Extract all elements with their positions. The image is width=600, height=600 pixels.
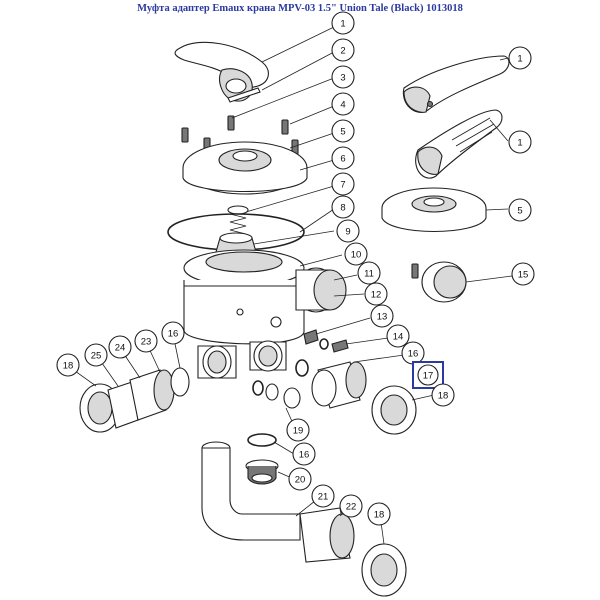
svg-text:8: 8 [340,203,345,214]
callout-18-bottom: 18 [367,502,391,526]
svg-text:22: 22 [346,502,357,513]
callout-7-spring: 7 [331,172,355,196]
svg-text:16: 16 [168,329,179,340]
svg-text:1: 1 [517,138,522,149]
callout-23: 23 [134,329,158,353]
svg-text:1: 1 [517,54,522,65]
alt-handle-bottom [415,109,503,179]
svg-text:3: 3 [340,73,345,84]
drain-plug-set [245,433,279,485]
callout-4-screws: 4 [331,92,355,116]
callout-2-pin: 2 [331,38,355,62]
svg-text:16: 16 [299,450,310,461]
small-fittings [303,329,349,353]
svg-text:19: 19 [293,426,304,437]
alt-handle-top [402,55,510,113]
callout-1-handle: 1 [331,11,355,35]
callout-8-o-ring: 8 [331,195,355,219]
svg-text:9: 9 [345,227,350,238]
svg-text:1: 1 [340,19,345,30]
svg-text:25: 25 [91,351,102,362]
svg-text:11: 11 [364,269,374,280]
callout-9-rotor: 9 [336,219,360,243]
callout-3: 3 [331,65,355,89]
callout-16-middle: 16 [292,442,316,466]
callout-11: 11 [357,261,381,285]
small-rings [252,380,301,409]
svg-text:18: 18 [374,510,385,521]
svg-text:2: 2 [340,46,345,57]
callout-14: 14 [386,324,410,348]
callout-1-alt-handle-bottom: 1 [508,130,532,154]
parts-artwork [79,41,510,597]
callout-1-alt-handle-top: 1 [508,46,532,70]
svg-text:18: 18 [438,391,449,402]
right-union-set [295,359,417,435]
svg-text:12: 12 [371,290,382,301]
callouts: 1 2 3 4 5 6 7 8 [56,11,535,526]
bottom-union-nut [361,543,407,597]
svg-text:15: 15 [518,270,529,281]
pin-part [227,87,261,103]
svg-text:7: 7 [340,180,345,191]
svg-text:5: 5 [517,206,522,217]
callout-18-left: 18 [56,353,80,377]
rotor-part [215,232,257,253]
spring-part [227,205,249,235]
svg-text:17: 17 [423,371,434,382]
callout-25: 25 [84,343,108,367]
pipe-adapter [299,507,355,563]
callout-6: 6 [331,146,355,170]
callout-16-right: 16 [401,341,425,365]
callout-20-plug: 20 [288,467,312,491]
svg-text:5: 5 [340,127,345,138]
svg-text:18: 18 [63,361,74,372]
callout-24: 24 [108,335,132,359]
svg-text:16: 16 [408,349,419,360]
callout-16-left: 16 [161,321,185,345]
screws-top [181,115,299,155]
svg-text:10: 10 [351,250,362,261]
cover-part [182,141,308,195]
pressure-gauge [411,261,467,303]
callout-17-highlighted: 17 [412,361,444,389]
callout-22-adapter: 22 [339,494,363,518]
callout-19: 19 [286,418,310,442]
svg-text:24: 24 [115,343,126,354]
svg-text:6: 6 [340,154,345,165]
svg-text:13: 13 [377,312,388,323]
callout-12: 12 [364,282,388,306]
svg-text:23: 23 [141,337,152,348]
callout-5-cover: 5 [331,119,355,143]
callout-13: 13 [370,304,394,328]
callout-18-right: 18 [431,383,455,407]
svg-text:4: 4 [340,100,345,111]
leader-lines [67,26,513,545]
elbow-pipe [201,441,301,541]
callout-10: 10 [344,242,368,266]
callout-15-gauge: 15 [511,262,535,286]
alt-cover [381,187,487,233]
diagram-title: Муфта адаптер Emaux крана MPV-03 1.5" Un… [137,3,463,14]
callout-5-alt-cover: 5 [508,198,532,222]
valve-body [183,249,347,379]
svg-text:21: 21 [318,492,329,503]
callout-21-elbow: 21 [311,484,335,508]
left-union-set [79,367,190,433]
svg-text:20: 20 [295,475,306,486]
svg-text:14: 14 [393,332,404,343]
